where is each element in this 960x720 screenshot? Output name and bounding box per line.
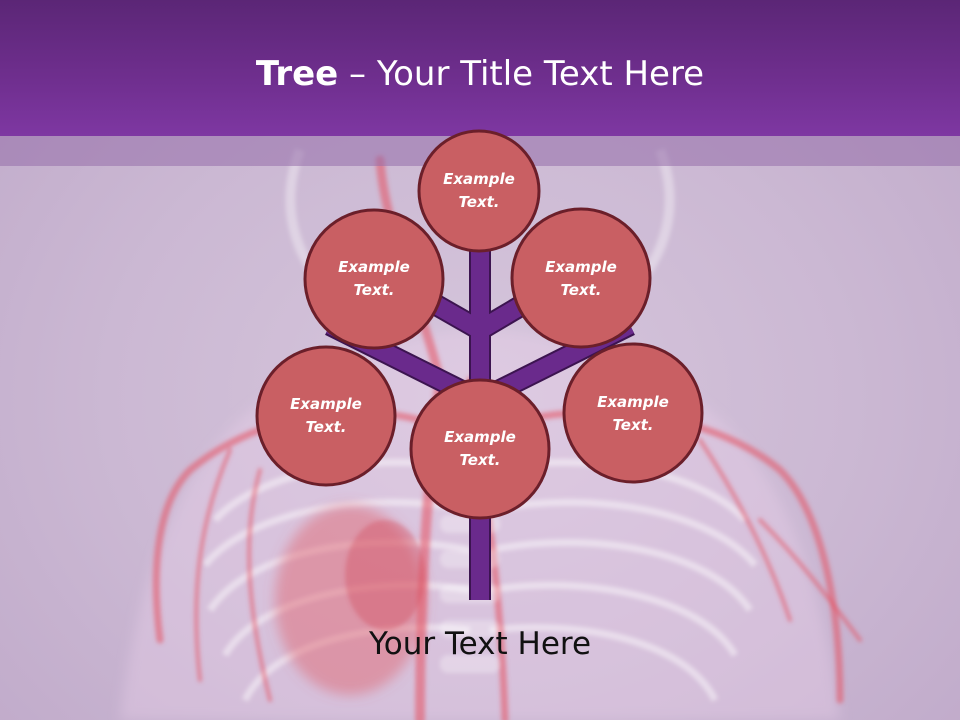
node-upper-left — [303, 208, 445, 350]
node-top-label: Example Text. — [419, 168, 539, 214]
node-upper-left-label: Example Text. — [314, 256, 434, 302]
node-top-line1: Example — [443, 170, 515, 188]
footer-text: Your Text Here — [368, 626, 592, 662]
node-center-label: Example Text. — [420, 426, 540, 472]
node-lower-right-line1: Example — [597, 393, 669, 411]
node-lower-left-line1: Example — [290, 395, 362, 413]
node-lower-left — [255, 345, 397, 487]
node-lower-right-label: Example Text. — [573, 391, 693, 437]
title-rest: – Your Title Text Here — [338, 54, 705, 94]
node-top — [417, 129, 541, 253]
node-center-line2: Text. — [459, 451, 501, 469]
title-bold-word: Tree — [255, 54, 339, 94]
tree-nodes — [255, 129, 704, 520]
node-center-line1: Example — [444, 428, 516, 446]
node-upper-right — [510, 207, 652, 349]
node-center — [409, 378, 551, 520]
node-top-line2: Text. — [458, 193, 500, 211]
node-upper-left-line2: Text. — [353, 281, 395, 299]
node-upper-right-label: Example Text. — [521, 256, 641, 302]
node-upper-right-line1: Example — [545, 258, 617, 276]
node-upper-right-line2: Text. — [560, 281, 602, 299]
node-lower-right — [562, 342, 704, 484]
slide-title: Tree – Your Title Text Here — [0, 52, 960, 96]
node-lower-left-line2: Text. — [305, 418, 347, 436]
title-bar — [0, 0, 960, 136]
node-upper-left-line1: Example — [338, 258, 410, 276]
node-lower-left-label: Example Text. — [266, 393, 386, 439]
node-lower-right-line2: Text. — [612, 416, 654, 434]
